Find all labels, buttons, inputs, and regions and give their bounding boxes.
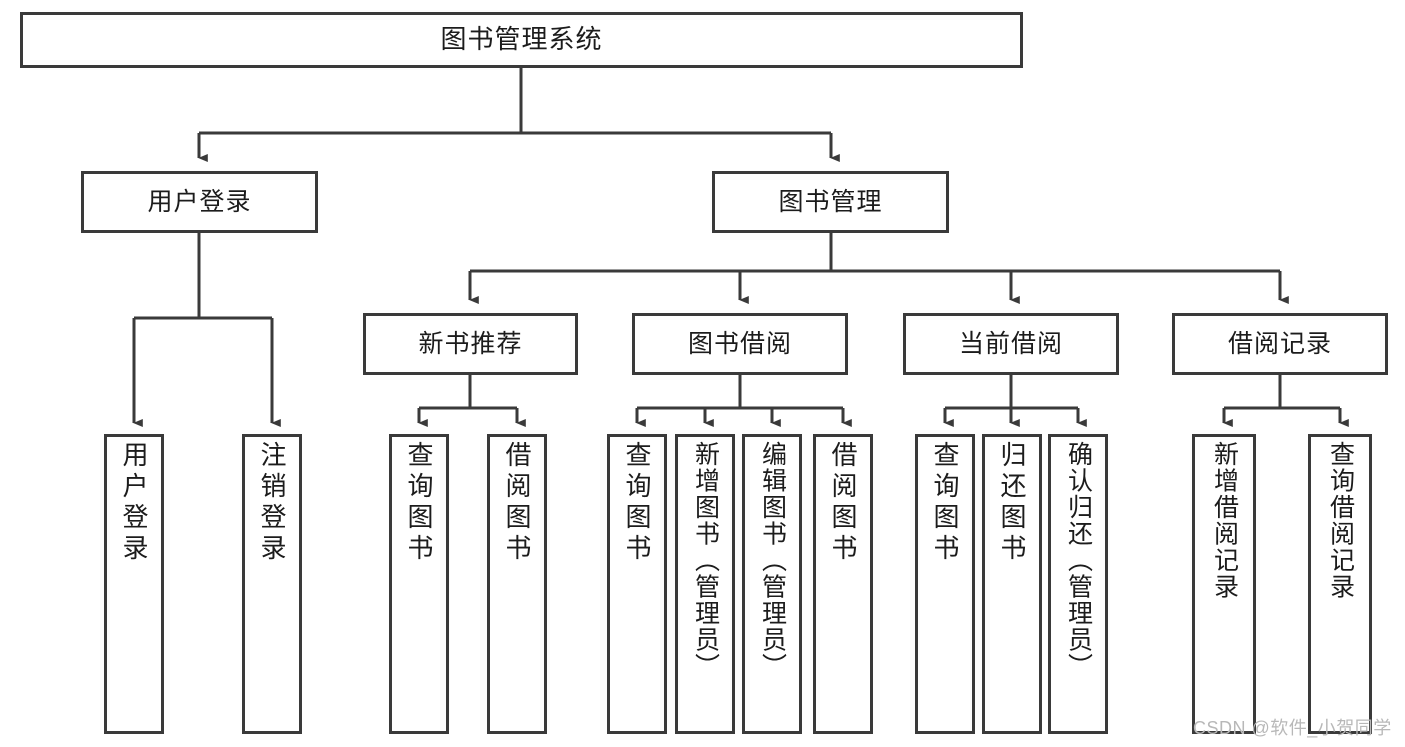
node-label: 新书推荐 [418,330,523,358]
node-label: 新增图书（管理员） [691,441,720,680]
leaf-borrow-book-recommend[interactable]: 借阅图书 [487,434,547,734]
node-label: 借阅记录 [1227,330,1332,358]
node-label: 确认归还（管理员） [1064,441,1093,680]
node-root-system[interactable]: 图书管理系统 [20,12,1023,68]
leaf-user-login[interactable]: 用户登录 [104,434,164,734]
node-label: 借阅图书 [828,441,858,565]
node-current-borrowing[interactable]: 当前借阅 [903,313,1119,375]
leaf-borrow-book-borrowing[interactable]: 借阅图书 [813,434,873,734]
node-label: 图书借阅 [687,330,792,358]
leaf-return-book[interactable]: 归还图书 [982,434,1042,734]
node-label: 用户登录 [119,441,149,565]
node-book-management[interactable]: 图书管理 [712,171,949,233]
node-label: 注销登录 [257,441,287,565]
leaf-logout[interactable]: 注销登录 [242,434,302,734]
node-label: 图书管理 [778,188,883,216]
node-label: 当前借阅 [958,330,1063,358]
node-label: 查询图书 [404,441,434,565]
node-label: 查询借阅记录 [1326,441,1355,600]
node-label: 用户登录 [147,188,252,216]
leaf-query-book-recommend[interactable]: 查询图书 [389,434,449,734]
node-book-borrowing[interactable]: 图书借阅 [632,313,848,375]
node-user-login[interactable]: 用户登录 [81,171,318,233]
leaf-add-book-admin[interactable]: 新增图书（管理员） [675,434,735,734]
leaf-confirm-return-admin[interactable]: 确认归还（管理员） [1048,434,1108,734]
node-new-book-recommendation[interactable]: 新书推荐 [363,313,578,375]
leaf-add-borrowing-record[interactable]: 新增借阅记录 [1192,434,1256,734]
node-label: 图书管理系统 [440,24,603,55]
node-label: 借阅图书 [502,441,532,565]
leaf-query-borrowing-record[interactable]: 查询借阅记录 [1308,434,1372,734]
watermark-csdn: CSDN @软件_小贺同学 [1193,718,1392,738]
node-borrowing-records[interactable]: 借阅记录 [1172,313,1388,375]
node-label: 编辑图书（管理员） [758,441,787,680]
leaf-edit-book-admin[interactable]: 编辑图书（管理员） [742,434,802,734]
node-label: 查询图书 [930,441,960,565]
node-label: 归还图书 [997,441,1027,565]
leaf-query-book-current[interactable]: 查询图书 [915,434,975,734]
leaf-query-book-borrowing[interactable]: 查询图书 [607,434,667,734]
node-label: 查询图书 [622,441,652,565]
node-label: 新增借阅记录 [1210,441,1239,600]
